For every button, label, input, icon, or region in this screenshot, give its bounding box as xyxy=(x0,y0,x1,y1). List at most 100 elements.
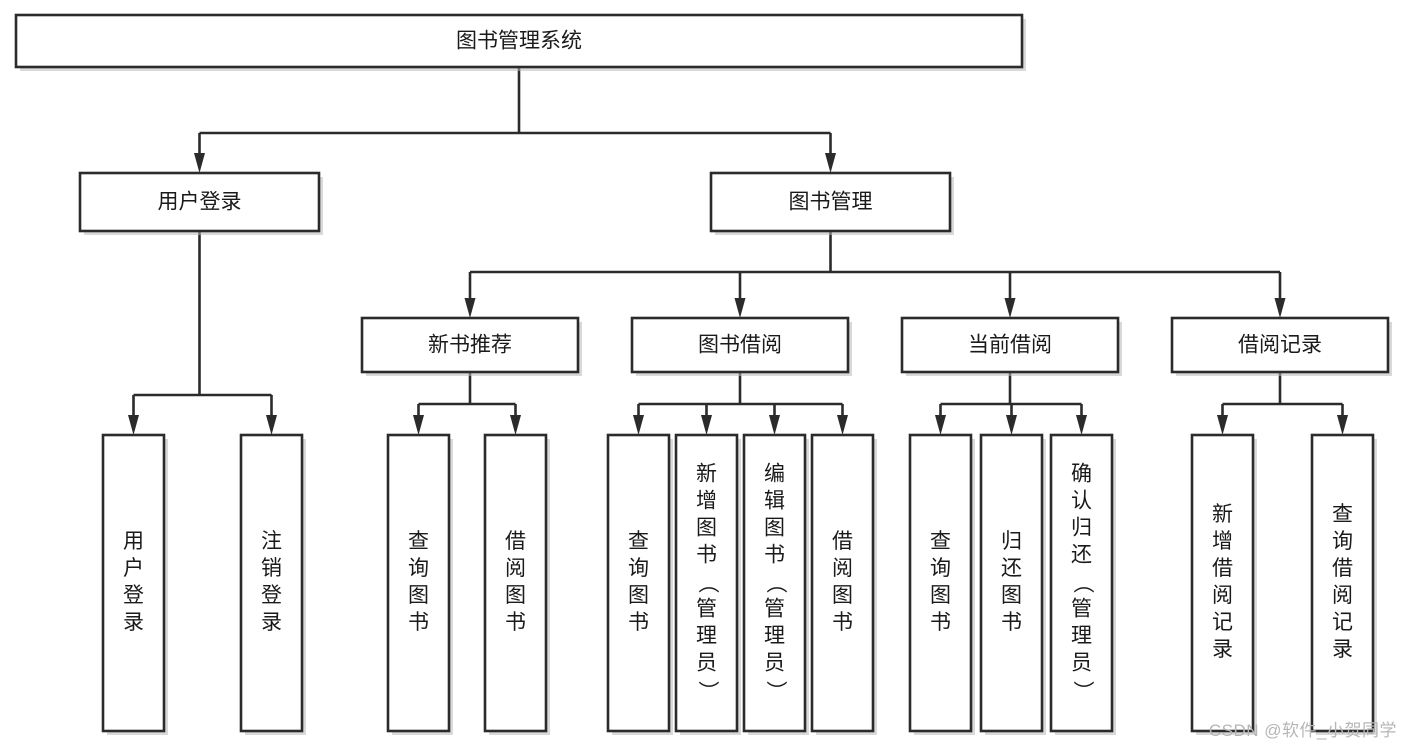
node-label-char: 归 xyxy=(1001,530,1022,553)
node-label-char: 还 xyxy=(1001,557,1022,580)
arrow-head-icon xyxy=(825,153,836,173)
node-label-char: 询 xyxy=(1332,530,1353,553)
node-rect[interactable] xyxy=(908,433,973,733)
node-label-char: 销 xyxy=(261,557,282,580)
node-label-char: 图 xyxy=(628,584,649,607)
node-label-char: 录 xyxy=(1332,638,1353,661)
node-label-char: 归 xyxy=(1071,517,1092,540)
node-label-char: 询 xyxy=(930,557,951,580)
node-label-char: 借 xyxy=(1332,557,1353,580)
node-rect[interactable] xyxy=(606,433,671,733)
node-label-char: 阅 xyxy=(505,557,526,580)
node-rect[interactable] xyxy=(1170,316,1390,374)
arrow-head-icon xyxy=(734,298,746,318)
node-rect[interactable] xyxy=(742,433,807,733)
arrow-head-icon xyxy=(1217,415,1228,435)
node-label: 图书管理系统 xyxy=(456,30,582,53)
arrow-head-icon xyxy=(1006,415,1017,435)
node-rect[interactable] xyxy=(483,433,548,733)
arrow-head-icon xyxy=(464,298,476,318)
node-label-char: （ xyxy=(1071,573,1094,594)
node-rect[interactable] xyxy=(674,433,739,733)
arrow-head-icon xyxy=(837,415,848,435)
node-label-char: 认 xyxy=(1071,490,1092,513)
arrow-head-icon xyxy=(1004,298,1016,318)
node-label-char: 录 xyxy=(261,611,282,634)
node-label-char: 图 xyxy=(696,517,717,540)
node-label-char: 录 xyxy=(123,611,144,634)
node-rect[interactable] xyxy=(709,171,952,233)
node-new-book-recommend[interactable]: 新书推荐 xyxy=(360,316,582,376)
arrow-head-icon xyxy=(1076,415,1087,435)
node-book-management[interactable]: 图书管理 xyxy=(709,171,954,235)
node-label-char: 理 xyxy=(696,625,717,648)
node-rect[interactable] xyxy=(14,13,1024,69)
node-label-char: 查 xyxy=(408,530,429,553)
node-label: 当前借阅 xyxy=(968,334,1052,357)
node-label-char: 书 xyxy=(1001,611,1022,634)
node-rect[interactable] xyxy=(1190,433,1255,733)
arrow-head-icon xyxy=(769,415,780,435)
node-rect[interactable] xyxy=(630,316,850,374)
node-label-char: 增 xyxy=(696,490,717,513)
node-user-login[interactable]: 用户登录 xyxy=(78,171,323,235)
node-label-char: ） xyxy=(764,681,787,702)
node-label-char: 书 xyxy=(764,544,785,567)
node-rect[interactable] xyxy=(900,316,1120,374)
node-label-char: 阅 xyxy=(1332,584,1353,607)
node-label-char: 理 xyxy=(1071,625,1092,648)
node-label-char: 员 xyxy=(1071,652,1092,675)
node-label-char: 管 xyxy=(1071,598,1092,621)
arrow-head-icon xyxy=(510,415,521,435)
node-borrow-record[interactable]: 借阅记录 xyxy=(1170,316,1392,376)
node-rect[interactable] xyxy=(979,433,1044,733)
node-label-char: 书 xyxy=(832,611,853,634)
node-label-char: 图 xyxy=(505,584,526,607)
node-label-char: 管 xyxy=(696,598,717,621)
node-rect[interactable] xyxy=(1310,433,1375,733)
node-label-char: 编 xyxy=(764,463,785,486)
connectors-layer xyxy=(128,67,1348,435)
node-rect[interactable] xyxy=(78,171,321,233)
node-label-char: （ xyxy=(696,573,719,594)
node-label-char: 管 xyxy=(764,598,785,621)
node-rect[interactable] xyxy=(101,433,166,733)
node-label-char: 用 xyxy=(123,530,144,553)
arrow-head-icon xyxy=(128,415,139,435)
node-label-char: 询 xyxy=(628,557,649,580)
node-book-borrow[interactable]: 图书借阅 xyxy=(630,316,852,376)
node-rect[interactable] xyxy=(239,433,304,733)
arrow-head-icon xyxy=(701,415,712,435)
node-label-char: 员 xyxy=(764,652,785,675)
node-label-char: 阅 xyxy=(1212,584,1233,607)
node-current-borrow[interactable]: 当前借阅 xyxy=(900,316,1122,376)
node-label-char: 书 xyxy=(505,611,526,634)
node-leaf-user-login[interactable]: 用户登录 xyxy=(101,433,168,735)
node-label-char: 户 xyxy=(123,557,144,580)
node-label-char: 借 xyxy=(505,530,526,553)
node-label-char: 查 xyxy=(930,530,951,553)
node-label: 借阅记录 xyxy=(1238,334,1322,357)
node-label-char: 确 xyxy=(1071,463,1092,486)
node-label-char: 员 xyxy=(696,652,717,675)
csdn-watermark: CSDN @软件_小贺同学 xyxy=(1208,721,1397,740)
node-rect[interactable] xyxy=(1049,433,1114,733)
node-rect[interactable] xyxy=(360,316,580,374)
node-rect[interactable] xyxy=(810,433,875,733)
node-root[interactable]: 图书管理系统 xyxy=(14,13,1026,71)
node-label-char: 新 xyxy=(696,463,717,486)
arrow-head-icon xyxy=(633,415,644,435)
node-rect[interactable] xyxy=(386,433,451,733)
